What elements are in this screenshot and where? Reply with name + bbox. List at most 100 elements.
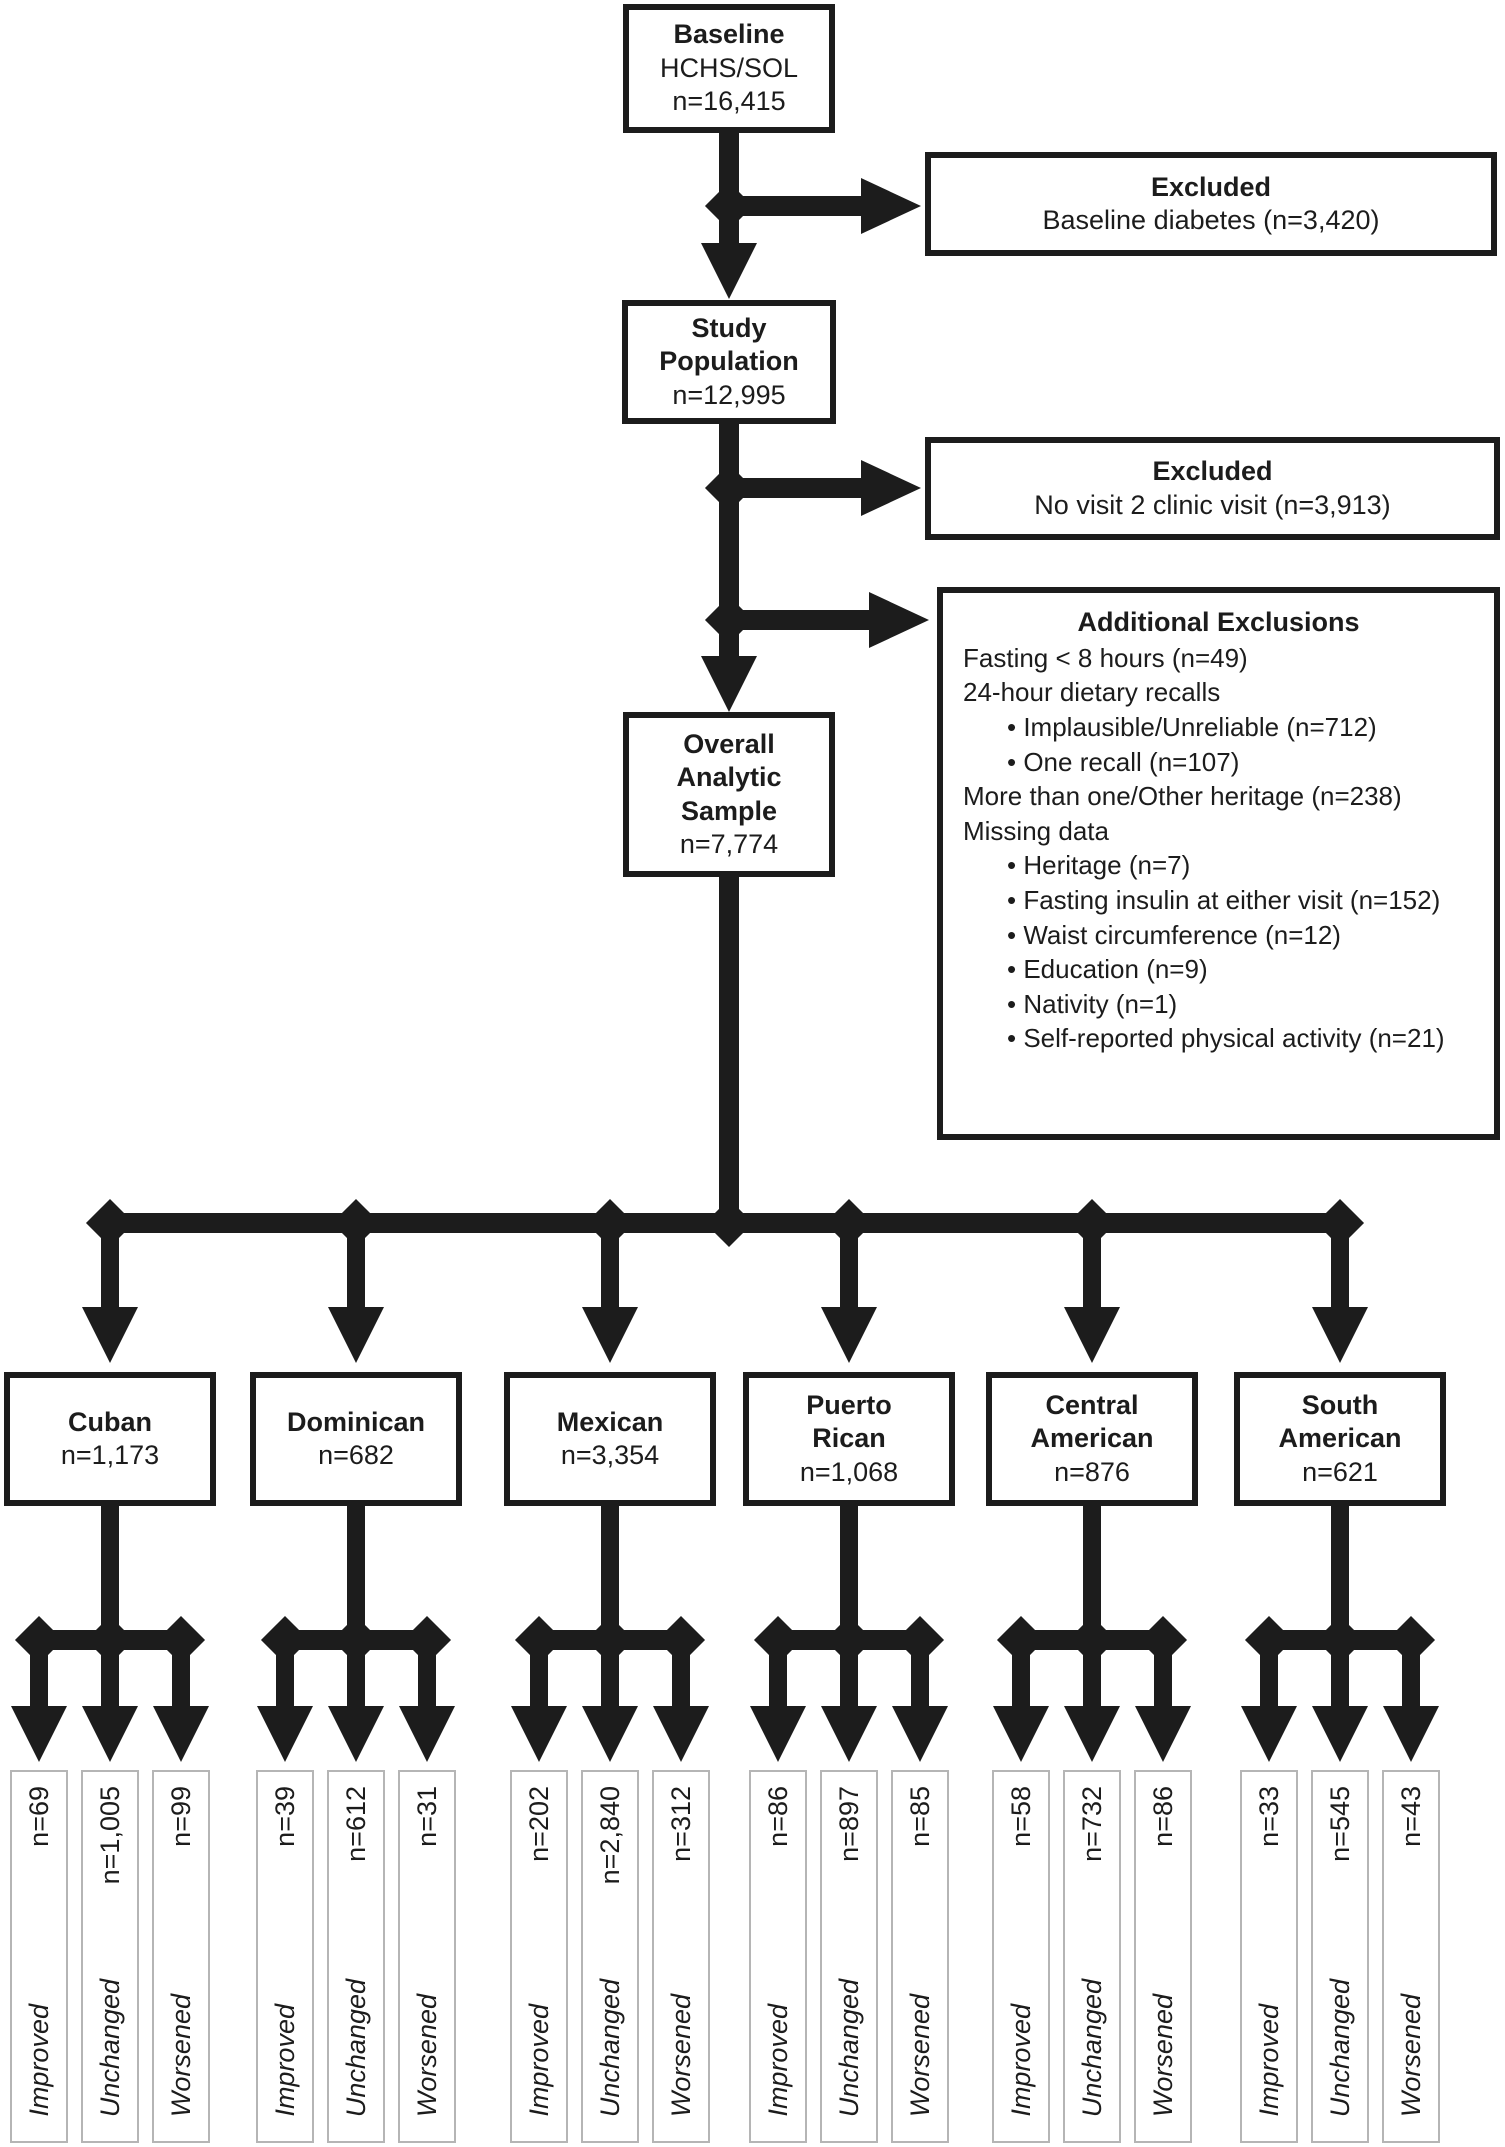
study-population-n: n=12,995 [672,379,786,410]
outcome-box-mexican-worsened: n=312 Worsened [652,1770,710,2143]
flow-line [101,1503,119,1630]
outcome-box-south-american-improved: n=33 Improved [1240,1770,1298,2143]
flow-line [601,1503,619,1630]
arrowhead-down-icon [582,1307,638,1363]
study-population-box: Study Population n=12,995 [622,300,836,424]
flow-line [840,1503,858,1630]
additional-exclusions-title: Additional Exclusions [1077,607,1360,637]
outcome-box-puerto-rican-worsened: n=85 Worsened [891,1770,949,2143]
arrowhead-down-icon [399,1706,455,1762]
flow-line [1331,1233,1349,1311]
outcome-n: n=99 [165,1786,196,1847]
exclusion-item: 24-hour dietary recalls [963,677,1221,708]
heritage-box-mexican: Mexican n=3,354 [504,1372,716,1506]
flow-line [672,1648,690,1710]
analytic-n: n=7,774 [679,828,779,859]
heritage-n: n=1,173 [60,1440,160,1470]
heritage-box-dominican: Dominican n=682 [250,1372,462,1506]
outcome-label: Worsened [411,1993,442,2117]
flow-line [911,1648,929,1710]
outcome-n: n=39 [269,1786,300,1847]
heritage-box-south-american: South American n=621 [1234,1372,1446,1506]
flow-line [276,1648,294,1710]
outcome-box-cuban-improved: n=69 Improved [10,1770,68,2143]
arrowhead-down-icon [1312,1706,1368,1762]
outcome-n: n=86 [1147,1786,1178,1847]
outcome-label: Improved [23,2004,54,2117]
arrowhead-down-icon [1241,1706,1297,1762]
heritage-box-central-american: Central American n=876 [986,1372,1198,1506]
flow-line [30,1648,48,1710]
outcome-n: n=202 [523,1786,554,1862]
outcome-label: Worsened [1147,1993,1178,2117]
outcome-n: n=85 [904,1786,935,1847]
baseline-study-name: HCHS/SOL [659,52,799,83]
outcome-box-puerto-rican-unchanged: n=897 Unchanged [820,1770,878,2143]
heritage-label: South American [1278,1389,1402,1454]
outcome-n: n=86 [762,1786,793,1847]
arrowhead-down-icon [750,1706,806,1762]
heritage-n: n=682 [318,1440,394,1470]
flow-line [418,1648,436,1710]
outcome-box-central-american-improved: n=58 Improved [992,1770,1050,2143]
exclusion-item: Fasting < 8 hours (n=49) [963,642,1248,673]
exclusion-item: • Waist circumference (n=12) [1007,919,1341,950]
overall-analytic-sample-box: Overall Analytic Sample n=7,774 [623,712,835,877]
flow-line [172,1648,190,1710]
outcome-label: Improved [269,2004,300,2117]
outcome-box-dominican-unchanged: n=612 Unchanged [327,1770,385,2143]
arrowhead-down-icon [1383,1706,1439,1762]
junction-diamond [704,1198,754,1248]
heritage-label: Cuban [68,1406,152,1437]
flow-line [1331,1648,1349,1710]
outcome-label: Worsened [665,1993,696,2117]
excluded-detail: No visit 2 clinic visit (n=3,913) [1034,489,1391,520]
excluded-title: Excluded [1150,171,1272,202]
study-population-title2: Population [659,346,799,377]
flow-line [1012,1648,1030,1710]
flow-line [101,1648,119,1710]
arrowhead-down-icon [892,1706,948,1762]
arrowhead-right-icon [861,460,921,516]
analytic-title1: Overall [683,728,775,759]
heritage-n: n=876 [1054,1456,1130,1487]
arrowhead-down-icon [328,1706,384,1762]
exclusion-item: Missing data [963,815,1109,846]
outcome-label: Worsened [165,1993,196,2117]
flow-line [840,1648,858,1710]
flow-line [769,1648,787,1710]
outcome-n: n=897 [833,1786,864,1862]
outcome-box-mexican-improved: n=202 Improved [510,1770,568,2143]
flow-line [1083,1503,1101,1630]
flow-line [1331,1503,1349,1630]
arrowhead-down-icon [1135,1706,1191,1762]
outcome-n: n=33 [1253,1786,1284,1847]
flow-line [840,1233,858,1311]
exclusion-item: • Fasting insulin at either visit (n=152… [1007,884,1441,915]
outcome-n: n=312 [665,1786,696,1862]
outcome-box-dominican-improved: n=39 Improved [256,1770,314,2143]
exclusion-item: More than one/Other heritage (n=238) [963,781,1402,812]
outcome-box-cuban-unchanged: n=1,005 Unchanged [81,1770,139,2143]
excluded-baseline-diabetes-box: Excluded Baseline diabetes (n=3,420) [925,152,1497,256]
outcome-label: Unchanged [594,1978,625,2117]
baseline-box: Baseline HCHS/SOL n=16,415 [623,4,835,133]
outcome-box-dominican-worsened: n=31 Worsened [398,1770,456,2143]
flow-line [729,478,861,498]
flow-line [601,1233,619,1311]
baseline-title: Baseline [673,19,785,50]
baseline-n: n=16,415 [672,86,786,117]
heritage-label: Dominican [286,1406,426,1437]
arrowhead-down-icon [653,1706,709,1762]
analytic-title3: Sample [680,795,778,826]
arrowhead-down-icon [82,1706,138,1762]
arrowhead-down-icon [257,1706,313,1762]
flow-line [347,1503,365,1630]
outcome-label: Unchanged [1324,1978,1355,2117]
heritage-label: Puerto Rican [806,1389,892,1454]
arrowhead-down-icon [821,1706,877,1762]
arrowhead-right-icon [869,592,929,648]
arrowhead-down-icon [1064,1706,1120,1762]
exclusion-item: • Implausible/Unreliable (n=712) [1007,712,1377,743]
exclusion-item: • Nativity (n=1) [1007,988,1178,1019]
